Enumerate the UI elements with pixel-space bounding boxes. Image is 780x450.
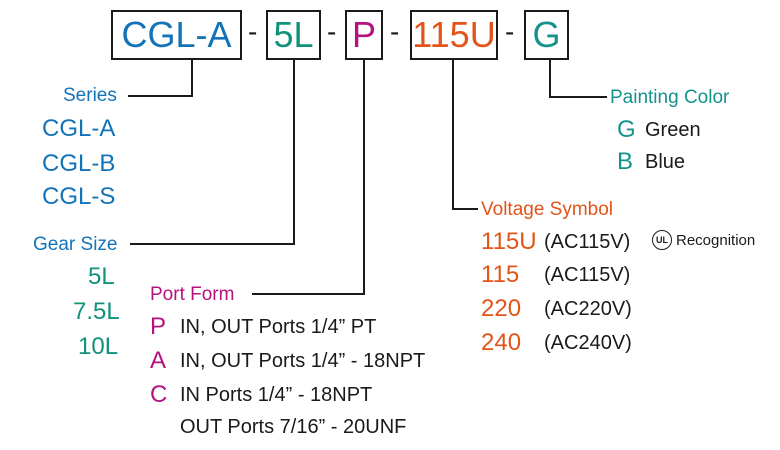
painting-color-code: G xyxy=(617,116,636,143)
painting-color-heading: Painting Color xyxy=(610,87,730,108)
gear-size-connector xyxy=(293,60,295,245)
separator-dash: - xyxy=(248,16,258,47)
painting-color-connector xyxy=(549,96,607,98)
series-code-text: CGL-A xyxy=(121,14,232,55)
series-option: CGL-B xyxy=(42,150,116,177)
separator-dash: - xyxy=(327,16,337,47)
port-form-heading: Port Form xyxy=(150,284,235,305)
voltage-code: 220 xyxy=(481,295,522,322)
port-form-connector xyxy=(252,293,365,295)
ul-recognition-label: Recognition xyxy=(676,232,756,249)
port-form-connector xyxy=(363,60,365,295)
voltage-connector xyxy=(452,208,478,210)
port-form-code: C xyxy=(150,381,168,408)
painting-color-name: Blue xyxy=(645,151,686,173)
voltage-description: (AC240V) xyxy=(544,332,632,354)
voltage-description: (AC115V) xyxy=(544,231,631,253)
series-connector xyxy=(191,60,193,96)
gear-size-code-box: 5L xyxy=(266,10,321,60)
gear-size-option: 7.5L xyxy=(73,298,120,325)
port-form-code-box: P xyxy=(345,10,383,60)
gear-size-option: 10L xyxy=(78,333,119,360)
voltage-heading: Voltage Symbol xyxy=(481,199,614,220)
voltage-description: (AC220V) xyxy=(544,298,632,320)
painting-color-connector xyxy=(549,60,551,98)
port-form-code-text: P xyxy=(351,14,376,55)
port-form-code: P xyxy=(150,313,167,340)
gear-size-heading: Gear Size xyxy=(33,234,118,255)
series-heading: Series xyxy=(63,85,117,106)
port-form-description: IN Ports 1/4” - 18NPT xyxy=(180,384,373,406)
series-connector xyxy=(128,95,193,97)
ul-logo-text: UL xyxy=(656,235,668,245)
series-option: CGL-S xyxy=(42,183,116,210)
voltage-code-box: 115U xyxy=(410,10,498,60)
separator-dash: - xyxy=(390,16,400,47)
painting-color-name: Green xyxy=(645,119,701,141)
voltage-code: 240 xyxy=(481,329,522,356)
painting-color-code-box: G xyxy=(524,10,569,60)
series-option: CGL-A xyxy=(42,115,116,142)
port-form-code: A xyxy=(150,347,167,374)
voltage-code-text: 115U xyxy=(412,14,496,55)
voltage-description: (AC115V) xyxy=(544,264,631,286)
painting-color-code-text: G xyxy=(532,14,561,55)
port-form-description-extra: OUT Ports 7/16” - 20UNF xyxy=(180,416,407,438)
separator-dash: - xyxy=(505,16,515,47)
ul-recognition-icon: UL xyxy=(652,230,672,250)
gear-size-code-text: 5L xyxy=(273,14,314,55)
series-code-box: CGL-A xyxy=(111,10,242,60)
port-form-description: IN, OUT Ports 1/4” - 18NPT xyxy=(180,350,426,372)
painting-color-code: B xyxy=(617,148,634,175)
gear-size-connector xyxy=(130,243,295,245)
port-form-description: IN, OUT Ports 1/4” PT xyxy=(180,316,377,338)
voltage-connector xyxy=(452,60,454,210)
gear-size-option: 5L xyxy=(88,263,115,290)
voltage-code: 115U xyxy=(481,228,537,255)
voltage-code: 115 xyxy=(481,261,520,288)
